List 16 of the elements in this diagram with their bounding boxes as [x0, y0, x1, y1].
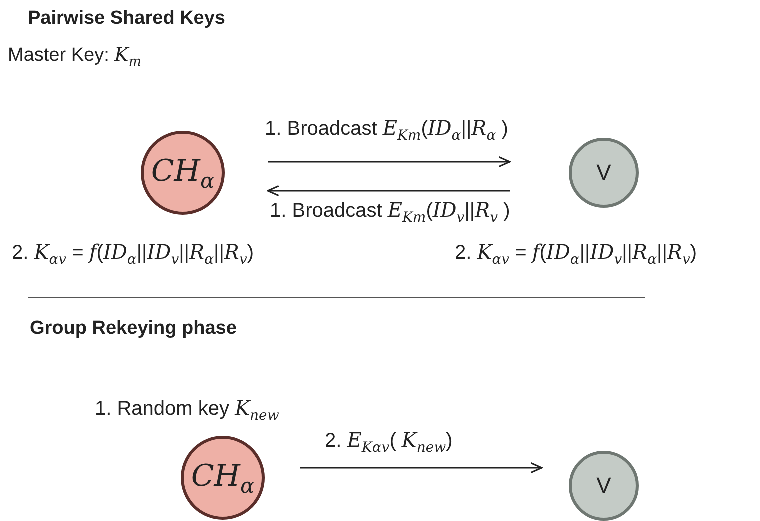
edge-label: 1. Broadcast E$_{Km}$(ID$_{v}$||R$_{v}$ )	[270, 198, 510, 226]
edge-label: 1. Broadcast E$_{Km}$(ID$_{α}$||R$_{α}$ )	[265, 116, 508, 144]
node-circle: CH$_{α}$	[141, 131, 225, 215]
note-text: Master Key: K$_{m}$	[8, 44, 142, 70]
formula-text: 2. K$_{αv}$ = f(ID$_{α}$||ID$_{v}$||R$_{α}$||R$_{v}$)	[12, 240, 254, 268]
node-circle: V	[569, 138, 639, 208]
node-circle: V	[569, 451, 639, 521]
section-heading: Group Rekeying phase	[30, 318, 237, 340]
arrow	[267, 185, 510, 197]
arrow	[300, 462, 543, 474]
formula-text: 1. Random key K$_{new}$	[95, 396, 280, 424]
edge-label: 2. E$_{Kαv}$( K$_{new}$)	[325, 428, 453, 456]
arrow	[268, 156, 511, 168]
formula-text: 2. K$_{αv}$ = f(ID$_{α}$||ID$_{v}$||R$_{α}$||R$_{v}$)	[455, 240, 698, 268]
title: Pairwise Shared Keys	[28, 8, 226, 30]
node-circle: CH$_{α}$	[181, 436, 265, 520]
